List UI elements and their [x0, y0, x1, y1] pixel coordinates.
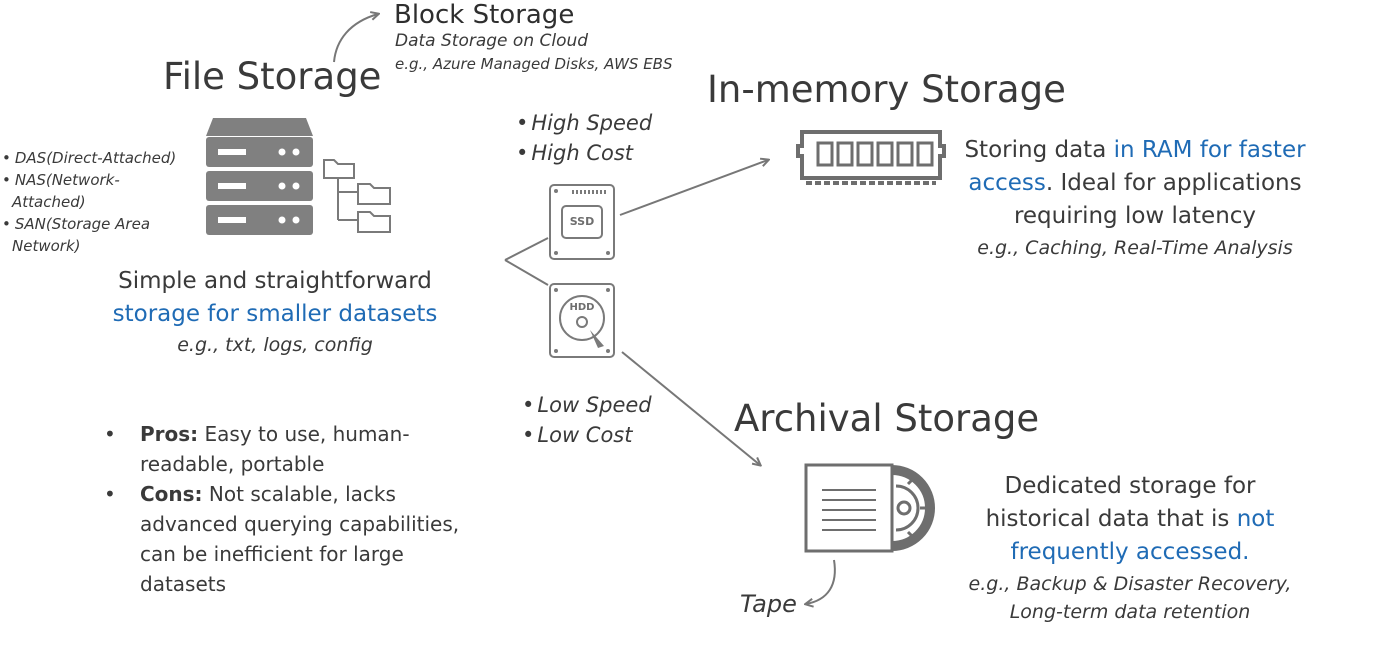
branch-connector — [504, 237, 549, 286]
archival-title: Archival Storage — [734, 397, 1040, 440]
pros-cons-list: Pros: Easy to use, human-readable, porta… — [104, 419, 464, 599]
storage-type-san: SAN(Storage Area Network) — [2, 213, 192, 257]
archival-example-1: e.g., Backup & Disaster Recovery, — [968, 573, 1292, 595]
file-storage-types-list: DAS(Direct-Attached) NAS(Network-Attache… — [2, 147, 192, 257]
file-storage-title: File Storage — [163, 55, 382, 98]
file-storage-example: e.g., txt, logs, config — [177, 334, 373, 356]
tape-label: Tape — [740, 590, 797, 618]
in-memory-desc-plain-1: Storing data — [964, 137, 1114, 163]
cons-label: Cons: — [140, 482, 203, 506]
ssd-label: SSD — [569, 215, 595, 228]
pros-label: Pros: — [140, 422, 199, 446]
hdd-label: HDD — [569, 302, 595, 313]
hdd-speed: Low Speed — [522, 390, 651, 420]
in-memory-description: Storing data in RAM for faster access. I… — [955, 134, 1315, 233]
in-memory-desc-highlight: in RAM for faster access — [968, 137, 1306, 196]
storage-type-das: DAS(Direct-Attached) — [2, 147, 192, 169]
tape-label-arrow — [806, 559, 836, 604]
in-memory-title: In-memory Storage — [707, 68, 1066, 111]
tape-archive-icon — [804, 463, 935, 553]
folder-tree-icon — [323, 159, 391, 233]
archival-desc-plain: Dedicated storage for historical data th… — [985, 473, 1256, 532]
archival-desc-highlight: not frequently accessed. — [1010, 506, 1275, 565]
hdd-to-archival-arrow — [621, 351, 760, 465]
pros-text: Easy to use, human-readable, portable — [140, 422, 410, 476]
hdd-cost: Low Cost — [522, 420, 652, 450]
pros-item: Pros: Easy to use, human-readable, porta… — [104, 419, 464, 479]
in-memory-example: e.g., Caching, Real-Time Analysis — [977, 237, 1293, 259]
archival-example-2: Long-term data retention — [1009, 601, 1251, 623]
ssd-to-memory-arrow — [619, 160, 768, 216]
ssd-icon — [549, 184, 615, 260]
block-storage-subtitle: Data Storage on Cloud — [395, 31, 589, 51]
block-storage-example: e.g., Azure Managed Disks, AWS EBS — [395, 55, 673, 73]
ssd-speed: High Speed — [516, 108, 652, 138]
archival-description: Dedicated storage for historical data th… — [980, 470, 1280, 569]
storage-type-nas: NAS(Network-Attached) — [2, 169, 192, 213]
file-storage-desc-highlight: storage for smaller datasets — [112, 301, 438, 327]
server-stack-icon — [206, 118, 313, 235]
hdd-speed-list: Low Speed Low Cost — [522, 390, 652, 450]
ram-icon — [796, 130, 946, 185]
file-storage-description: Simple and straightforward storage for s… — [90, 265, 460, 331]
file-storage-desc-plain: Simple and straightforward — [118, 268, 432, 294]
ssd-cost: High Cost — [516, 138, 652, 168]
hdd-icon — [549, 283, 615, 358]
block-storage-title: Block Storage — [394, 0, 575, 30]
cons-item: Cons: Not scalable, lacks advanced query… — [104, 479, 464, 599]
ssd-speed-list: High Speed High Cost — [516, 108, 652, 168]
file-to-block-arrow — [333, 14, 378, 63]
in-memory-desc-plain-2: . Ideal for applications requiring low l… — [1013, 170, 1302, 229]
cons-text: Not scalable, lacks advanced querying ca… — [140, 482, 460, 596]
